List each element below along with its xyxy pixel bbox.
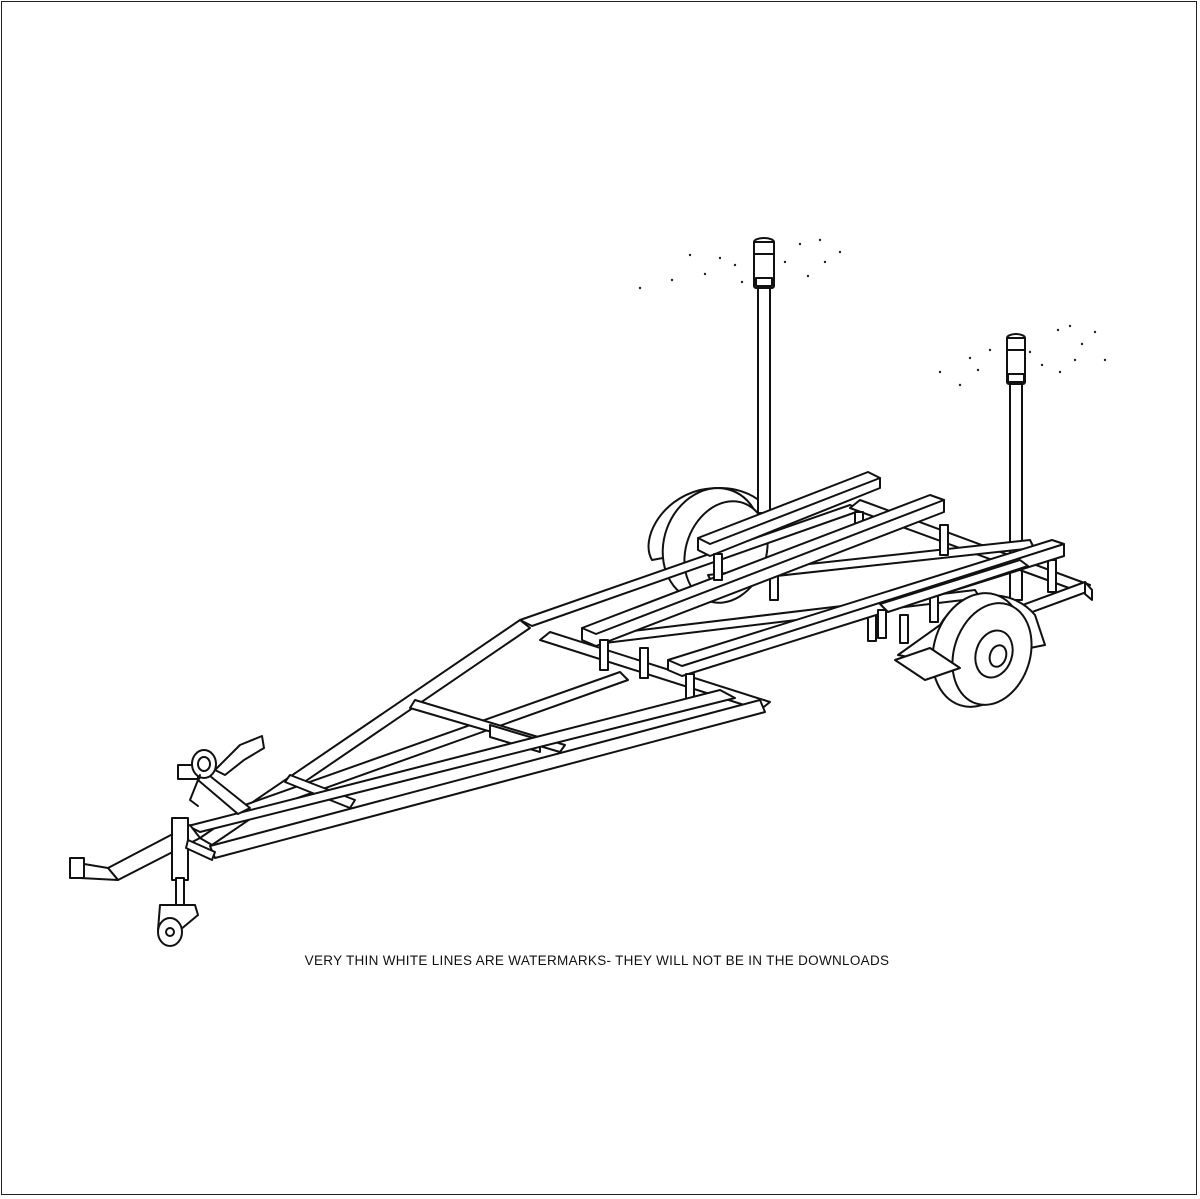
bunks [581, 471, 1065, 705]
guide-post-left [753, 237, 775, 514]
near-wheel [894, 592, 1046, 708]
speckle-dots [638, 238, 1107, 387]
tongue-frame [69, 619, 766, 881]
jockey-wheel [157, 817, 216, 947]
rear-frame [519, 499, 1093, 711]
winch-stand [177, 735, 265, 815]
watermark-notice: VERY THIN WHITE LINES ARE WATERMARKS- TH… [304, 953, 890, 968]
